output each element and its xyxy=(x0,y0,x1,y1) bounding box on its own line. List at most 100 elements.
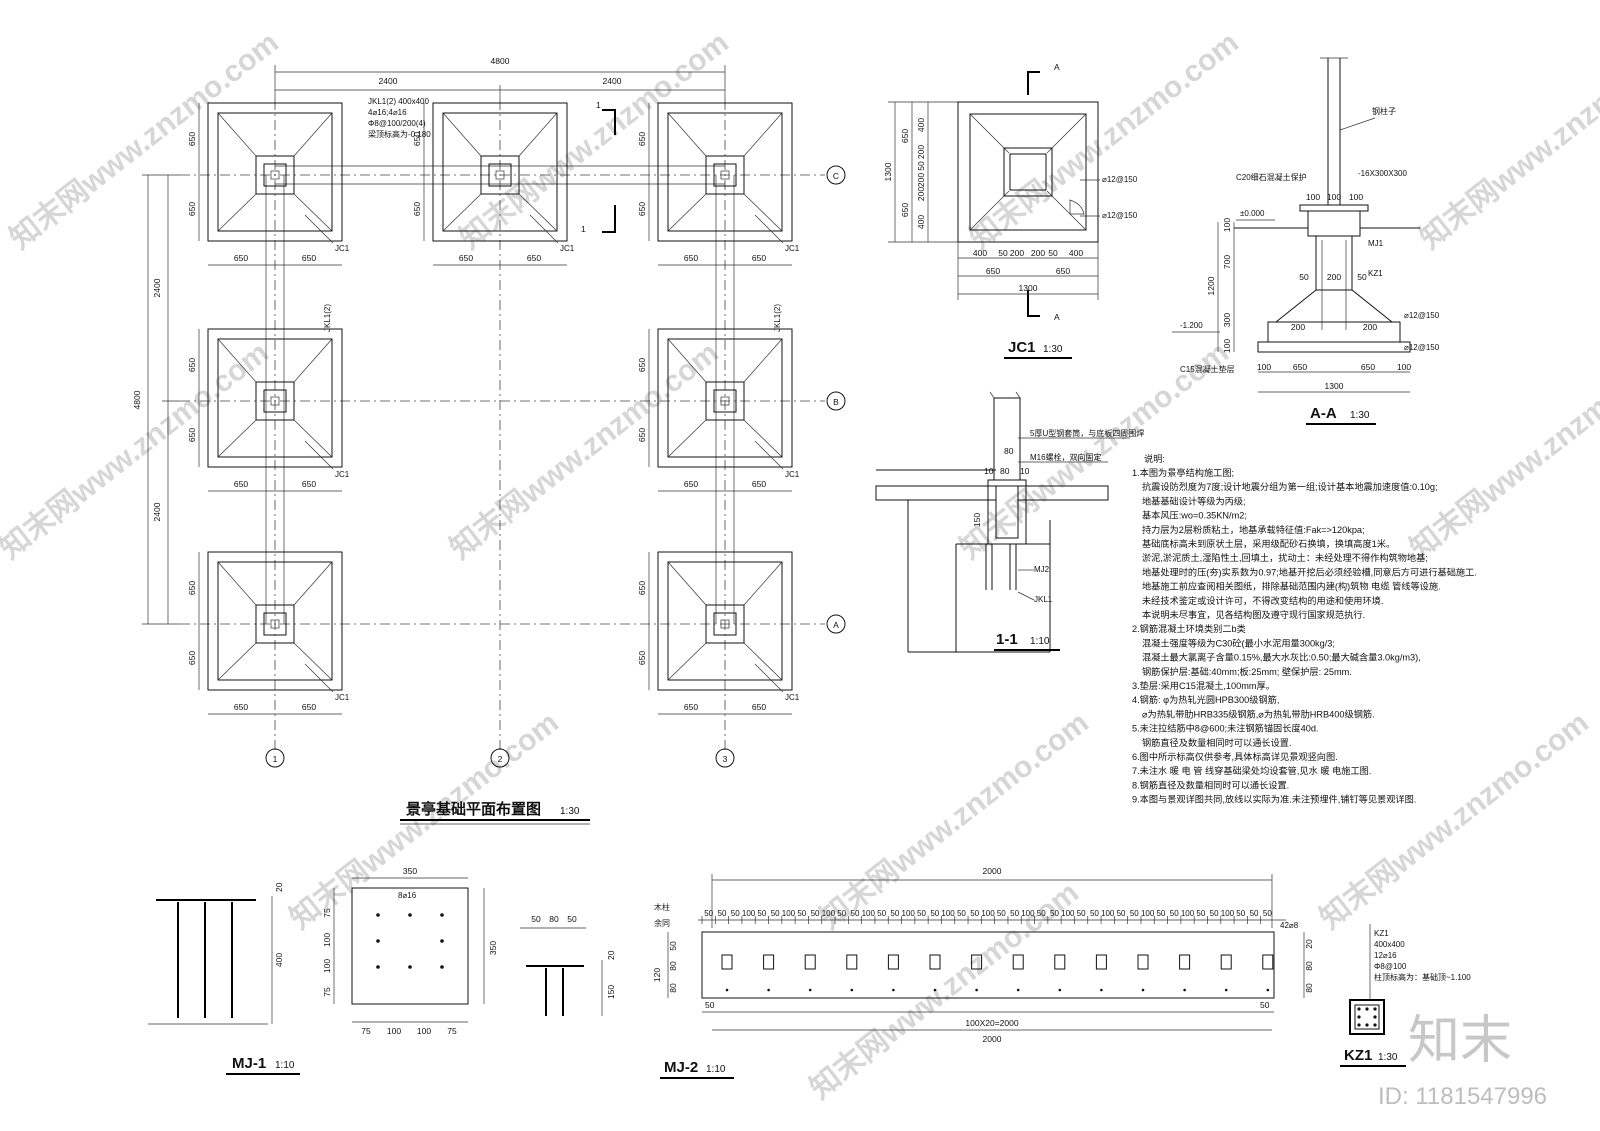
footing-dim-h1: 650 xyxy=(684,702,698,712)
footing-label: JC1 xyxy=(335,470,350,479)
aa-dim-3: 100 xyxy=(1327,192,1341,202)
mj2-dim-right-2: 80 xyxy=(1304,961,1314,971)
note-line: 8.钢筋直径及数量相同时可以通长设置. xyxy=(1132,779,1289,790)
footing-dim-v2: 650 xyxy=(637,428,647,442)
footing-label: JC1 xyxy=(560,244,575,253)
aa-elev-bottom: -1.200 xyxy=(1180,321,1203,330)
beam-note-4: 梁顶标高为-0.180 xyxy=(368,129,431,139)
footing-dim-v1: 650 xyxy=(187,358,197,372)
mj2-hole xyxy=(971,954,983,970)
aa-dim-16: 300 xyxy=(1222,313,1232,327)
note-line: 钢筋保护层:基础:40mm;板:25mm; 壁保护层: 25mm. xyxy=(1142,666,1352,677)
mj2-spacing-dim: 50 xyxy=(731,909,740,918)
mj1-dim-side-2: 400 xyxy=(274,953,284,967)
mj2-hole xyxy=(929,954,941,970)
mj2-hole xyxy=(804,954,816,970)
mj1-dim-left-2: 100 xyxy=(322,933,332,947)
s11-note-2: M16螺栓，双向固定 xyxy=(1030,452,1102,462)
mj1-dim-side-1: 20 xyxy=(274,882,284,892)
mj2-dot xyxy=(767,988,770,992)
jc1-dim-left-total: 1300 xyxy=(883,162,893,181)
mj2-spacing-dim: 50 xyxy=(1210,909,1219,918)
kz1-bar-dot xyxy=(1365,1023,1369,1027)
mj1-dim-bottom-4: 75 xyxy=(447,1026,457,1036)
aa-dim-8: 200 xyxy=(1363,322,1377,332)
aa-dim-1: 100 xyxy=(1257,362,1271,372)
s11-dim-4: 10 xyxy=(1020,466,1030,476)
mj2-spacing-dim: 100 xyxy=(1181,909,1195,918)
axis-label-a: A xyxy=(833,620,839,630)
notes-title: 说明: xyxy=(1144,453,1165,464)
mj1-dim-right: 350 xyxy=(488,941,498,955)
s11-mj-label: MJ2 xyxy=(1034,565,1050,574)
mj2-dot xyxy=(1100,988,1103,992)
footing-label: JC1 xyxy=(335,693,350,702)
s11-dim-3: 80 xyxy=(1000,466,1010,476)
aa-kz-label: KZ1 xyxy=(1368,269,1383,278)
kz1-bar-dot xyxy=(1357,1023,1361,1027)
aa-rebar-1: ⌀12@150 xyxy=(1404,311,1440,320)
mj2-spacing-dim: 50 xyxy=(970,909,979,918)
footing-dim-h2: 650 xyxy=(752,702,766,712)
mj2-dim-left-4: 80 xyxy=(668,983,678,993)
s11-beam-label: JKL1 xyxy=(1034,595,1053,604)
jc1-rebar-2: ⌀12@150 xyxy=(1102,211,1138,220)
aa-dim-13: 1300 xyxy=(1325,381,1344,391)
aa-dim-2: 100 xyxy=(1306,192,1320,202)
mj2-spacing-dim: 100 xyxy=(742,909,756,918)
axis-label-1: 1 xyxy=(273,754,278,764)
mj2-bar-label: 42⌀8 xyxy=(1280,921,1299,930)
mj2-spacing-dim: 50 xyxy=(1156,909,1165,918)
mj2-spacing-dim: 50 xyxy=(917,909,926,918)
mj1-dim-bottom-1: 75 xyxy=(361,1026,371,1036)
footing-dim-v2: 650 xyxy=(187,202,197,216)
jc1-dim-left-7: 200 xyxy=(916,187,926,201)
mj2-spacing-dim: 50 xyxy=(1130,909,1139,918)
dim-left-total: 4800 xyxy=(132,390,142,409)
kz1-bar-dot xyxy=(1357,1007,1361,1011)
footing-dim-v1: 650 xyxy=(412,132,422,146)
mj2-spacing-dim: 50 xyxy=(1117,909,1126,918)
footing-dim-v2: 650 xyxy=(637,651,647,665)
aa-scale: 1:30 xyxy=(1350,410,1370,421)
note-line: 基本风压:wo=0.35KN/m2; xyxy=(1142,510,1247,521)
beam-label-right: JKL1(2) xyxy=(773,304,782,332)
mj1-dim-bottom-2: 100 xyxy=(387,1026,401,1036)
mj1-detail: 20 400 MJ-1 1:10 350 8⌀16 75 100 100 75 … xyxy=(148,866,498,1075)
mj2-dot xyxy=(1224,988,1228,992)
jc1-dim-left-4: 200 xyxy=(916,145,926,159)
s11-title: 1-1 xyxy=(996,631,1018,648)
mj2-title: MJ-2 xyxy=(664,1059,698,1076)
footing-dim-h1: 650 xyxy=(234,702,248,712)
mj2-dot xyxy=(975,988,978,992)
note-line: ⌀为热轧带肋HRB335级钢筋,⌀为热轧带肋HRB400级钢筋. xyxy=(1142,708,1375,719)
note-line: 抗震设防烈度为7度;设计地震分组为第一组;设计基本地震加速度值:0.10g; xyxy=(1142,481,1438,492)
mj2-bottom-mid: 100X20=2000 xyxy=(965,1018,1018,1028)
mj2-dim-left-2: 50 xyxy=(668,941,678,951)
mj2-dot xyxy=(892,988,895,992)
jc1-dim-left-8: 400 xyxy=(916,215,926,229)
mj2-hole xyxy=(1220,954,1232,970)
jc1-dim-left-3: 400 xyxy=(916,118,926,132)
footing-dim-v2: 650 xyxy=(187,428,197,442)
kz1-line-2: 400x400 xyxy=(1374,940,1405,949)
mj2-spacing-dim: 100 xyxy=(902,909,916,918)
jc1-title: JC1 xyxy=(1008,339,1036,356)
aa-dim-11: 650 xyxy=(1361,362,1375,372)
watermark-site: 知末网www.znzmo.com xyxy=(1414,26,1600,256)
jc1-scale: 1:30 xyxy=(1043,344,1063,355)
aa-dim-15: 1200 xyxy=(1206,276,1216,295)
kz1-bar-dot xyxy=(1373,1023,1377,1027)
mj2-spacing-dim: 50 xyxy=(704,909,713,918)
mj2-spacing-dim: 100 xyxy=(1101,909,1115,918)
aa-mj-label: MJ1 xyxy=(1368,239,1384,248)
jc1-dim-left-2: 650 xyxy=(900,203,910,217)
section-1-1: 5厚U型钢套筒，与底板四周围焊 M16螺栓，双向固定 80 10 80 10 1… xyxy=(875,391,1144,653)
section-mark-bottom xyxy=(602,205,616,233)
mj1-title: MJ-1 xyxy=(232,1055,266,1072)
note-line: 未经技术鉴定或设计许可，不得改变结构的用途和使用环境. xyxy=(1142,595,1383,606)
s11-scale: 1:10 xyxy=(1030,636,1050,647)
mj1-dim-left-4: 75 xyxy=(322,987,332,997)
